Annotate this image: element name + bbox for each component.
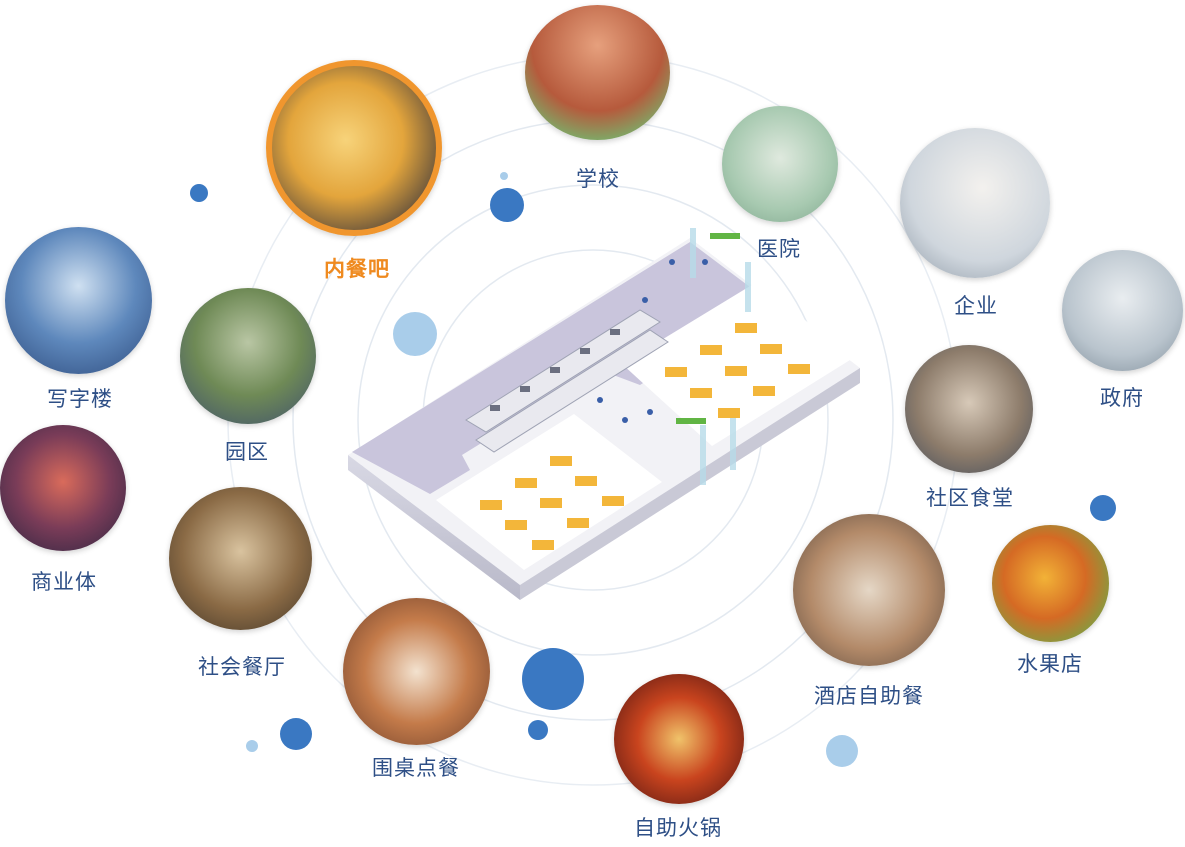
fruit-store-label: 水果店 bbox=[1017, 652, 1083, 676]
hotpot-label: 自助火锅 bbox=[634, 816, 722, 840]
hospital-label: 医院 bbox=[757, 237, 801, 261]
decor-dot bbox=[280, 718, 312, 750]
enterprise-photo bbox=[900, 128, 1050, 278]
park-photo bbox=[180, 288, 316, 424]
school-photo bbox=[525, 5, 670, 140]
office-building-photo bbox=[5, 227, 152, 374]
hotel-buffet-label: 酒店自助餐 bbox=[814, 684, 924, 708]
decor-dot bbox=[528, 720, 548, 740]
decor-dot bbox=[490, 188, 524, 222]
hotel-buffet-photo bbox=[793, 514, 945, 666]
community-canteen-photo bbox=[905, 345, 1033, 473]
community-canteen-label: 社区食堂 bbox=[926, 486, 1014, 510]
in-house-dining-label: 内餐吧 bbox=[324, 257, 390, 281]
school-label: 学校 bbox=[576, 167, 620, 191]
decor-dot bbox=[522, 648, 584, 710]
park-label: 园区 bbox=[225, 440, 269, 464]
hotpot-photo bbox=[614, 674, 744, 804]
enterprise-label: 企业 bbox=[954, 294, 998, 318]
social-restaurant-photo bbox=[169, 487, 312, 630]
government-photo bbox=[1062, 250, 1183, 371]
social-restaurant-label: 社会餐厅 bbox=[198, 655, 286, 679]
table-order-label: 围桌点餐 bbox=[372, 756, 460, 780]
in-house-dining-photo bbox=[266, 60, 442, 236]
fruit-store-photo bbox=[992, 525, 1109, 642]
government-label: 政府 bbox=[1100, 386, 1144, 410]
table-order-photo bbox=[343, 598, 490, 745]
decor-dot bbox=[500, 172, 508, 180]
commercial-complex-label: 商业体 bbox=[31, 570, 97, 594]
decor-dot bbox=[393, 312, 437, 356]
decor-dot bbox=[1090, 495, 1116, 521]
hospital-photo bbox=[722, 106, 838, 222]
decor-dot bbox=[826, 735, 858, 767]
office-building-label: 写字楼 bbox=[47, 387, 113, 411]
commercial-complex-photo bbox=[0, 425, 126, 551]
decor-dot bbox=[246, 740, 258, 752]
decor-dot bbox=[190, 184, 208, 202]
